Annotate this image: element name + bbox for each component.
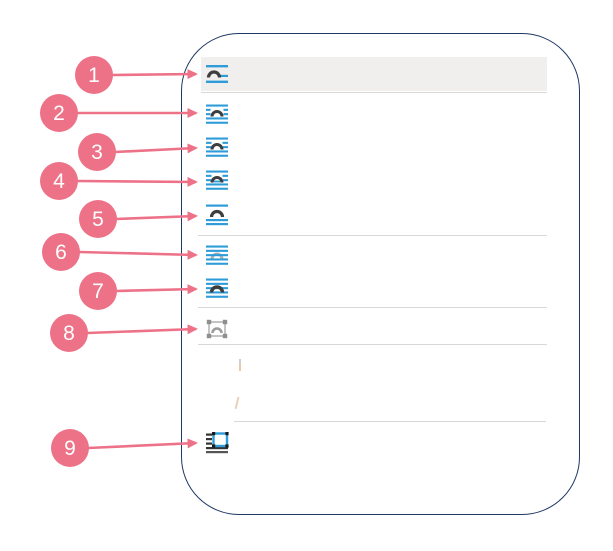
callout-badge-8: 8 <box>50 314 88 352</box>
behind-text-icon <box>206 245 228 265</box>
callout-badge-1: 1 <box>75 56 113 94</box>
in-front-of-text-icon <box>206 278 228 298</box>
tight-wrap-icon <box>206 137 228 157</box>
menu-item-in-front-of-text[interactable] <box>201 271 547 304</box>
menu-item-behind-text[interactable] <box>201 238 547 271</box>
in-line-with-text-icon <box>206 65 228 83</box>
menu-item-top-and-bottom[interactable] <box>201 197 547 230</box>
menu-item-square[interactable] <box>201 97 547 130</box>
menu-separator <box>198 307 547 308</box>
set-default-layout-icon <box>206 431 229 453</box>
callout-badge-2: 2 <box>40 94 78 132</box>
menu-separator <box>198 235 547 236</box>
edit-wrap-points-icon <box>206 319 228 338</box>
callout-badge-4: 4 <box>40 162 78 200</box>
callout-arrow-6 <box>78 249 198 260</box>
callout-badge-6: 6 <box>42 233 80 271</box>
menu-separator <box>198 344 547 345</box>
callout-badge-3: 3 <box>78 133 116 171</box>
menu-separator <box>201 92 547 93</box>
menu-item-in-line-with-text[interactable] <box>201 57 547 91</box>
menu-item-set-default-layout[interactable] <box>201 425 547 458</box>
menu-item-edit-wrap-points <box>201 311 547 344</box>
menu-item-tight[interactable] <box>201 130 547 163</box>
callout-arrow-8 <box>86 324 198 335</box>
callout-arrow-9 <box>87 438 198 450</box>
callout-badge-7: 7 <box>79 272 117 310</box>
through-wrap-icon <box>206 170 228 190</box>
callout-arrow-4 <box>76 176 198 187</box>
square-wrap-icon <box>206 104 228 124</box>
callout-badge-5: 5 <box>79 200 117 238</box>
vertical-faint-stroke <box>239 359 241 371</box>
top-and-bottom-wrap-icon <box>206 204 228 225</box>
menu-separator <box>234 421 546 422</box>
callout-badge-9: 9 <box>51 429 89 467</box>
wrap-text-menu-panel <box>181 33 580 515</box>
menu-item-through[interactable] <box>201 163 547 196</box>
